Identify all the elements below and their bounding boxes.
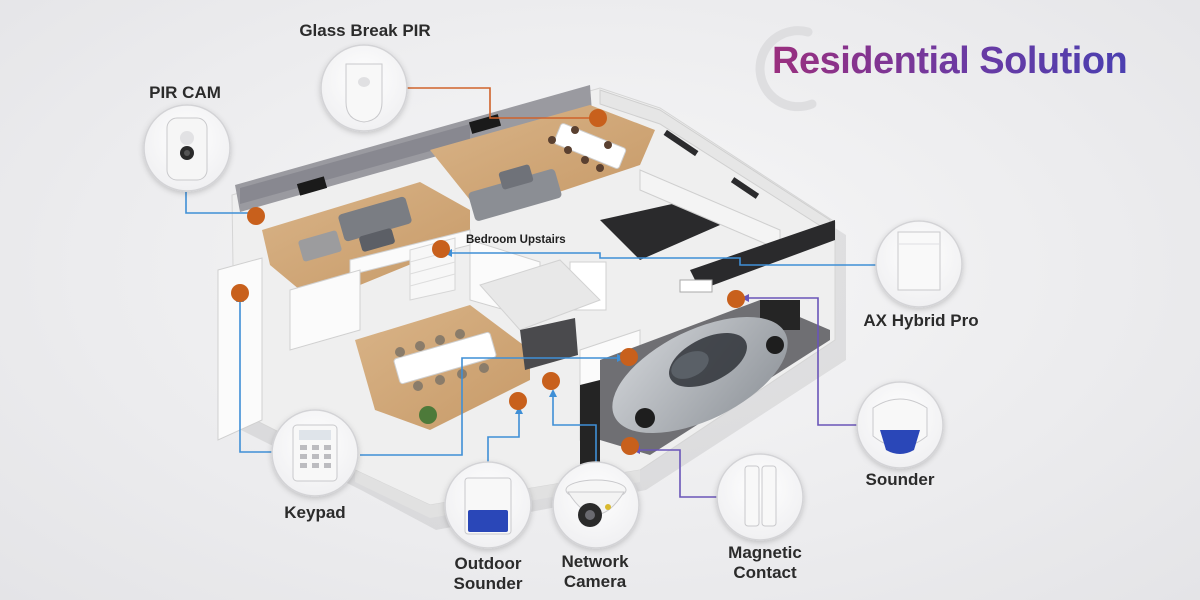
marker-dining-door[interactable] (542, 372, 560, 390)
dome-camera-icon (565, 479, 627, 527)
upper-dining-table (548, 123, 627, 172)
pir-cam-label: PIR CAM (149, 83, 221, 102)
line-network-camera (552, 395, 597, 462)
glass-break-pir-label: Glass Break PIR (299, 21, 431, 40)
floorplan (217, 85, 846, 530)
sounder-label: Sounder (865, 470, 935, 489)
title-swoosh (755, 26, 817, 112)
line-glass-break (406, 87, 593, 119)
car (612, 316, 788, 434)
marker-upper-hall[interactable] (589, 109, 607, 127)
connection-lines (185, 87, 876, 498)
marker-bedroom-upstairs[interactable] (432, 240, 450, 258)
outdoor-sounder-device[interactable] (444, 461, 532, 549)
line-keypad-left (239, 300, 272, 453)
magnetic-contact-icon (744, 465, 777, 527)
line-sounder (745, 297, 857, 426)
ax-hybrid-pro-label: AX Hybrid Pro (863, 311, 979, 330)
upper-sofa (468, 164, 562, 221)
room-label-bedroom-upstairs: Bedroom Upstairs (466, 234, 566, 246)
marker-hallway[interactable] (620, 348, 638, 366)
pir-cam-device[interactable] (143, 104, 231, 192)
marker-left-room[interactable] (231, 284, 249, 302)
magnetic-contact-device[interactable] (716, 453, 804, 541)
line-pir-cam (185, 192, 255, 214)
hub-panel-icon (897, 231, 941, 291)
sounder-device[interactable] (856, 381, 944, 469)
outdoor-sounder-icon (464, 477, 512, 535)
glass-break-pir-device[interactable] (320, 44, 408, 132)
line-outdoor-sounder (487, 412, 520, 462)
network-camera-label: Network Camera (561, 552, 629, 591)
page-title: Residential Solution (772, 40, 1128, 82)
marker-garage[interactable] (727, 290, 745, 308)
ax-hybrid-pro-device[interactable] (875, 220, 963, 308)
line-ax-hybrid (450, 252, 876, 266)
network-camera-device[interactable] (552, 461, 640, 549)
markers (231, 109, 745, 455)
marker-front-entrance[interactable] (509, 392, 527, 410)
keypad-label: Keypad (284, 503, 346, 522)
keypad-device[interactable] (271, 409, 359, 497)
marker-living-room[interactable] (247, 207, 265, 225)
plant (419, 406, 437, 424)
sofa-set (298, 196, 412, 262)
kitchen (569, 169, 835, 311)
pir-sensor-icon (345, 63, 383, 123)
line-keypad-center (360, 357, 620, 456)
keypad-icon (292, 424, 338, 482)
magnetic-contact-label: Magnetic Contact (728, 543, 802, 582)
line-magnetic-contact (636, 449, 718, 498)
outdoor-sounder-label: Outdoor Sounder (453, 554, 523, 593)
marker-garage-door[interactable] (621, 437, 639, 455)
sounder-icon (872, 398, 928, 454)
